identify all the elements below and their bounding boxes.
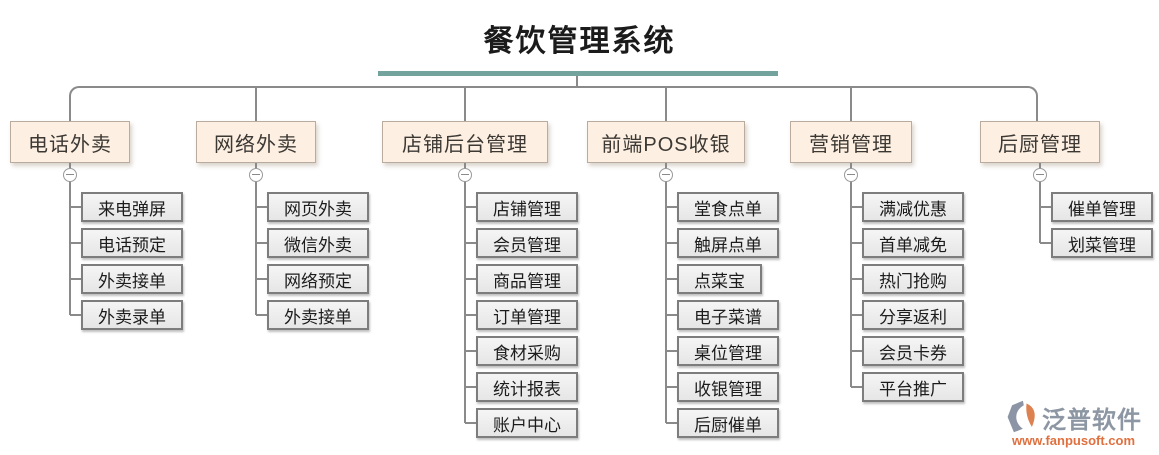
drop-line-store-backend <box>464 87 466 121</box>
watermark-company-name: 泛普软件 <box>1042 406 1142 434</box>
leaf-node[interactable]: 触屏点单 <box>666 228 779 258</box>
branch-node[interactable]: 后厨管理 <box>980 121 1100 163</box>
leaf-node[interactable]: 订单管理 <box>465 300 578 330</box>
collapse-minus-icon[interactable] <box>63 168 77 182</box>
leaf-node[interactable]: 账户中心 <box>465 408 578 438</box>
leaf-node[interactable]: 电话预定 <box>70 228 183 258</box>
root-connector-stub <box>576 76 578 87</box>
collapse-minus-icon[interactable] <box>249 168 263 182</box>
collapse-minus-icon[interactable] <box>458 168 472 182</box>
leaf-node[interactable]: 堂食点单 <box>666 192 779 222</box>
branch-node[interactable]: 网络外卖 <box>196 121 316 163</box>
branch-children: 网页外卖 微信外卖 网络预定 外卖接单 <box>256 192 369 336</box>
fanpu-logo-icon <box>1007 400 1035 433</box>
collapse-minus-icon[interactable] <box>1033 168 1047 182</box>
branch-node[interactable]: 店铺后台管理 <box>382 121 548 163</box>
branch-marketing: 营销管理 满减优惠 首单减免 热门抢购 分享返利 会员卡券 平台推广 <box>790 121 964 402</box>
branch-node[interactable]: 电话外卖 <box>10 121 130 163</box>
leaf-node[interactable]: 来电弹屏 <box>70 192 183 222</box>
branch-kitchen: 后厨管理 催单管理 划菜管理 <box>980 121 1153 258</box>
collapse-minus-icon[interactable] <box>659 168 673 182</box>
branch-trunk-line <box>1039 163 1041 243</box>
leaf-node[interactable]: 催单管理 <box>1040 192 1153 222</box>
branch-connector-line <box>69 86 1038 121</box>
title-underline-bar <box>378 71 778 76</box>
branch-trunk-line <box>850 163 852 387</box>
leaf-node[interactable]: 电子菜谱 <box>666 300 779 330</box>
leaf-node[interactable]: 网络预定 <box>256 264 369 294</box>
leaf-node[interactable]: 点菜宝 <box>666 264 762 294</box>
branch-trunk-line <box>665 163 667 423</box>
branch-children: 催单管理 划菜管理 <box>1040 192 1153 264</box>
branch-web-takeout: 网络外卖 网页外卖 微信外卖 网络预定 外卖接单 <box>196 121 369 330</box>
leaf-node[interactable]: 会员卡券 <box>851 336 964 366</box>
leaf-node[interactable]: 桌位管理 <box>666 336 779 366</box>
leaf-node[interactable]: 分享返利 <box>851 300 964 330</box>
leaf-node[interactable]: 店铺管理 <box>465 192 578 222</box>
leaf-node[interactable]: 会员管理 <box>465 228 578 258</box>
branch-children: 堂食点单 触屏点单 点菜宝 电子菜谱 桌位管理 收银管理 后厨催单 <box>666 192 779 444</box>
leaf-node[interactable]: 商品管理 <box>465 264 578 294</box>
drop-line-marketing <box>850 87 852 121</box>
leaf-node[interactable]: 首单减免 <box>851 228 964 258</box>
drop-line-web-takeout <box>255 87 257 121</box>
branch-node[interactable]: 营销管理 <box>790 121 912 163</box>
leaf-node[interactable]: 统计报表 <box>465 372 578 402</box>
branch-node[interactable]: 前端POS收银 <box>587 121 745 163</box>
watermark: 泛普软件 www.fanpusoft.com <box>1004 399 1156 448</box>
branch-children: 来电弹屏 电话预定 外卖接单 外卖录单 <box>70 192 183 336</box>
drop-line-pos <box>665 87 667 121</box>
collapse-minus-icon[interactable] <box>844 168 858 182</box>
leaf-node[interactable]: 划菜管理 <box>1040 228 1153 258</box>
branch-trunk-line <box>69 163 71 315</box>
leaf-node[interactable]: 外卖接单 <box>70 264 183 294</box>
leaf-node[interactable]: 微信外卖 <box>256 228 369 258</box>
leaf-node[interactable]: 后厨催单 <box>666 408 779 438</box>
leaf-node[interactable]: 收银管理 <box>666 372 779 402</box>
leaf-node[interactable]: 外卖接单 <box>256 300 369 330</box>
leaf-node[interactable]: 食材采购 <box>465 336 578 366</box>
branch-pos-cashier: 前端POS收银 堂食点单 触屏点单 点菜宝 电子菜谱 桌位管理 收银管理 后厨催… <box>587 121 779 438</box>
branch-store-backend: 店铺后台管理 店铺管理 会员管理 商品管理 订单管理 食材采购 统计报表 账户中… <box>382 121 578 438</box>
branch-children: 店铺管理 会员管理 商品管理 订单管理 食材采购 统计报表 账户中心 <box>465 192 578 444</box>
page-title: 餐饮管理系统 <box>483 25 676 58</box>
leaf-node[interactable]: 外卖录单 <box>70 300 183 330</box>
branch-trunk-line <box>464 163 466 423</box>
leaf-node[interactable]: 平台推广 <box>851 372 964 402</box>
branch-trunk-line <box>255 163 257 315</box>
leaf-node[interactable]: 热门抢购 <box>851 264 964 294</box>
branch-children: 满减优惠 首单减免 热门抢购 分享返利 会员卡券 平台推广 <box>851 192 964 408</box>
leaf-node[interactable]: 满减优惠 <box>851 192 964 222</box>
watermark-url: www.fanpusoft.com <box>1012 433 1136 448</box>
branch-phone-takeout: 电话外卖 来电弹屏 电话预定 外卖接单 外卖录单 <box>10 121 183 330</box>
leaf-node[interactable]: 网页外卖 <box>256 192 369 222</box>
